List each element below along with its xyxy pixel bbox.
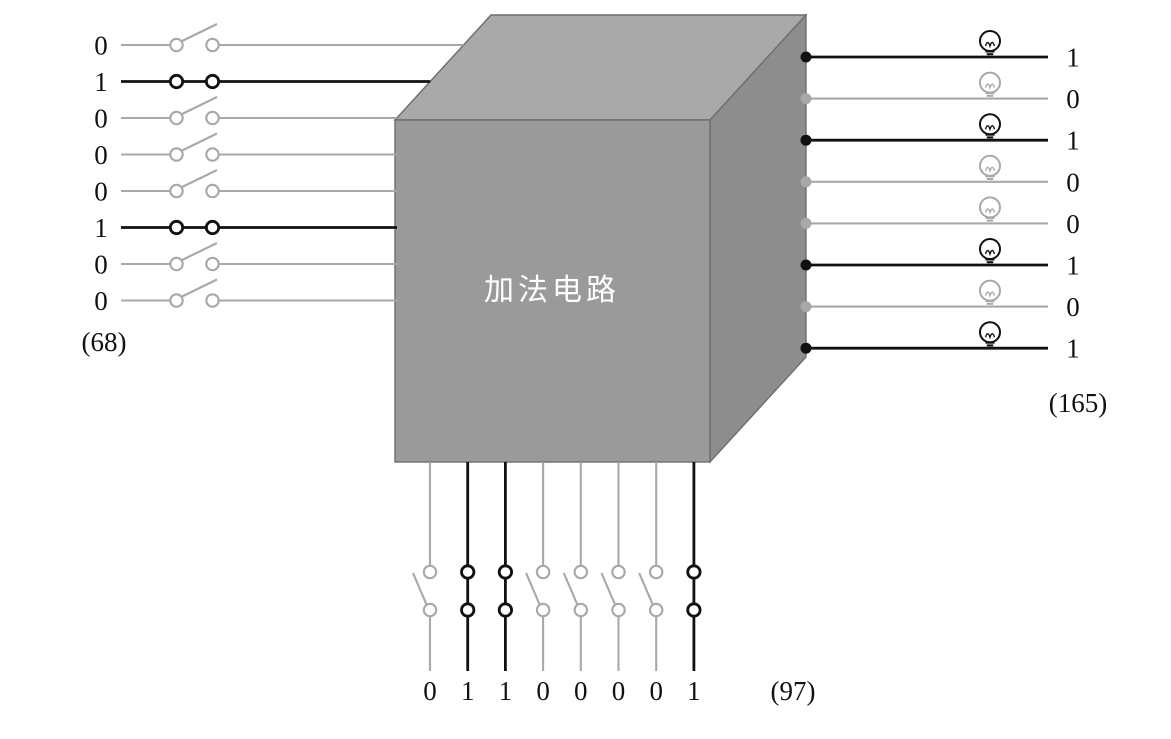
box-front-face: [394, 119, 711, 463]
bulb-on-icon: [979, 321, 1001, 347]
bulb-off-icon: [979, 71, 1001, 97]
bit-label: 0: [94, 177, 108, 207]
bit-label: 0: [94, 104, 108, 134]
switch-closed-icon: [686, 564, 702, 618]
left-input-row: 0: [94, 278, 397, 316]
bit-label: 0: [94, 140, 108, 170]
bit-label: 1: [1066, 43, 1080, 73]
switch-open-icon: [169, 278, 220, 308]
bit-label: 1: [687, 676, 701, 706]
bit-label: 0: [1066, 84, 1080, 114]
bottom-input-column: 1: [497, 462, 513, 706]
switch-open-icon: [412, 564, 438, 618]
bulb-on-icon: [979, 30, 1001, 56]
bulb-on-icon: [979, 113, 1001, 139]
bit-label: 0: [1066, 167, 1080, 197]
bulb-off-icon: [979, 154, 1001, 180]
junction-dot: [800, 217, 812, 229]
junction-dot: [800, 259, 812, 271]
bit-label: 1: [1066, 334, 1080, 364]
bottom-input-column: 0: [600, 462, 626, 706]
bit-label: 1: [94, 67, 108, 97]
switch-open-icon: [169, 132, 220, 162]
junction-dot: [800, 342, 812, 354]
left-input-row: 0: [94, 242, 397, 280]
bit-label: 1: [94, 213, 108, 243]
junction-dot: [800, 134, 812, 146]
right-output-row: 1: [800, 238, 1080, 281]
bit-label: 1: [1066, 251, 1080, 281]
right-output-row: 0: [800, 154, 1080, 197]
bit-label: 0: [94, 31, 108, 61]
switch-open-icon: [169, 242, 220, 272]
switch-open-icon: [562, 564, 589, 618]
right-output-row: 0: [800, 196, 1080, 239]
switch-open-icon: [169, 169, 220, 199]
bit-label: 0: [536, 676, 550, 706]
bit-label: 1: [461, 676, 475, 706]
right-outputs: 1 0 1 0 0 1 0 1 (165): [800, 30, 1107, 418]
switch-closed-icon: [168, 219, 221, 236]
bottom-input-column: 0: [412, 462, 438, 706]
right-output-row: 1: [800, 321, 1080, 364]
right-decimal-label: (165): [1049, 388, 1107, 418]
bit-label: 0: [574, 676, 588, 706]
right-output-row: 0: [800, 71, 1080, 114]
bit-label: 0: [649, 676, 663, 706]
bulb-off-icon: [979, 279, 1001, 305]
switch-closed-icon: [497, 564, 513, 618]
bottom-input-column: 0: [525, 462, 551, 706]
left-input-row: 0: [94, 96, 397, 134]
bit-label: 1: [1066, 126, 1080, 156]
switch-open-icon: [525, 564, 551, 618]
switch-open-icon: [600, 564, 626, 618]
bit-label: 1: [499, 676, 513, 706]
bottom-input-column: 0: [562, 462, 589, 706]
left-decimal-label: (68): [82, 327, 127, 357]
left-input-row: 1: [94, 67, 431, 97]
bit-label: 0: [1066, 292, 1080, 322]
bulb-on-icon: [979, 238, 1001, 264]
bottom-input-column: 1: [686, 462, 702, 706]
right-output-row: 0: [800, 279, 1080, 322]
left-input-row: 0: [94, 132, 397, 170]
left-inputs: 0 1 0 0 0 1 0 0 (68): [82, 23, 464, 357]
adder-box: 加法电路: [393, 13, 808, 464]
bottom-input-column: 1: [460, 462, 476, 706]
box-label: 加法电路: [484, 274, 620, 307]
left-input-row: 1: [94, 213, 397, 243]
switch-open-icon: [638, 564, 664, 618]
bit-label: 0: [612, 676, 626, 706]
right-output-row: 1: [800, 30, 1080, 73]
bit-label: 0: [423, 676, 437, 706]
bottom-decimal-label: (97): [771, 676, 816, 706]
bit-label: 0: [94, 250, 108, 280]
bit-label: 0: [94, 286, 108, 316]
switch-open-icon: [169, 96, 220, 126]
junction-dot: [800, 93, 812, 105]
bit-label: 0: [1066, 209, 1080, 239]
junction-dot: [800, 301, 812, 313]
switch-closed-icon: [168, 73, 221, 90]
bottom-input-column: 0: [638, 462, 664, 706]
junction-dot: [800, 176, 812, 188]
left-input-row: 0: [94, 169, 397, 207]
bulb-off-icon: [979, 196, 1001, 222]
switch-closed-icon: [460, 564, 476, 618]
left-input-row: 0: [94, 23, 464, 61]
right-output-row: 1: [800, 113, 1080, 156]
junction-dot: [800, 51, 812, 63]
switch-open-icon: [169, 23, 220, 53]
